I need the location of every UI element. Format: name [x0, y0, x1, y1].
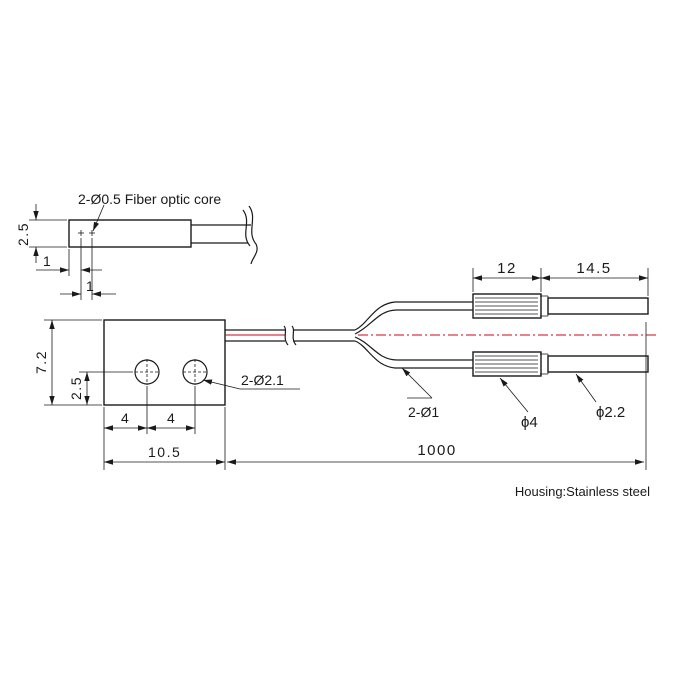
- tip-length-dim: 14.5: [576, 260, 611, 277]
- lower-fiber-top: [354, 340, 473, 369]
- hole-pitch-dim-2: 4: [167, 410, 176, 426]
- side-view: 2-Ø0.5 Fiber optic core 2.5 1 1: [15, 191, 258, 300]
- upper-fiber-top: [354, 301, 473, 331]
- body-height-dim: 7.2: [33, 350, 49, 374]
- side-height-dim: 2.5: [15, 222, 31, 246]
- fiber-core-label: 2-Ø0.5 Fiber optic core: [78, 191, 221, 207]
- cable-break: [283, 325, 289, 346]
- core-leader: [92, 204, 105, 232]
- hole-leader: [202, 379, 241, 390]
- side-view-body: [68, 219, 192, 248]
- side-view-cable-break: [248, 205, 258, 265]
- side-view-cable-break-2: [242, 209, 251, 247]
- lower-sleeve-knurl: [475, 355, 538, 373]
- upper-tip: [547, 297, 649, 315]
- leader: [575, 373, 597, 403]
- core-offset-dim-2: 1: [86, 278, 95, 294]
- hole-pitch-dim-1: 4: [121, 410, 130, 426]
- cable-length-dim: 1000: [417, 442, 456, 459]
- housing-body: [103, 319, 226, 406]
- front-dimensions: 7.2 2.5 4 4 10.5 1000 12 14: [33, 260, 649, 470]
- hole-height-dim: 2.5: [68, 376, 84, 400]
- upper-sleeve-knurl: [475, 297, 538, 315]
- core-offset-dim: 1: [43, 253, 52, 269]
- lower-fiber-bottom: [354, 336, 473, 361]
- housing-note: Housing:Stainless steel: [515, 484, 650, 499]
- sleeve-length-dim: 12: [497, 260, 517, 277]
- mount-hole-label: 2-Ø2.1: [241, 372, 284, 388]
- fiber-count-label: 2-Ø1: [408, 404, 439, 420]
- leader: [401, 367, 433, 399]
- upper-fiber-bottom: [354, 309, 473, 335]
- cable-break: [291, 325, 297, 346]
- lower-tip: [547, 355, 649, 373]
- front-view: 2-Ø2.1: [103, 293, 658, 431]
- leader: [499, 377, 529, 413]
- body-width-dim: 10.5: [148, 444, 181, 460]
- tip-dia-label: ϕ2.2: [596, 404, 625, 421]
- sleeve-dia-label: ϕ4: [521, 414, 538, 431]
